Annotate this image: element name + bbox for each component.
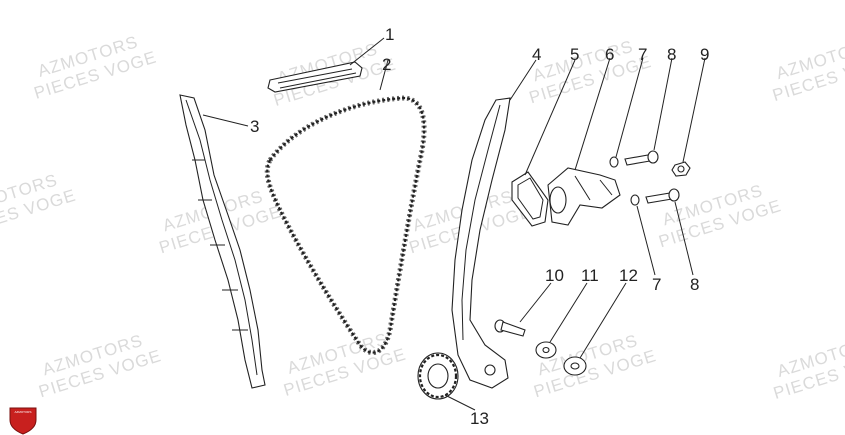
logo-text: AZMOTORS — [15, 410, 32, 414]
callout-8-upper: 8 — [667, 45, 676, 64]
washer-lower — [630, 194, 640, 206]
callout-11: 11 — [581, 266, 599, 285]
watermarks: AZMOTORS PIECES VOGE AZMOTORS PIECES VOG… — [0, 32, 845, 403]
callout-1: 1 — [385, 25, 394, 44]
bolt-upper — [624, 150, 659, 166]
callout-6: 6 — [605, 45, 614, 64]
tensioner-gasket — [511, 171, 549, 227]
nut-top — [671, 161, 691, 177]
chain-tensioner-guide — [451, 97, 511, 389]
leader-lines — [202, 37, 706, 411]
callout-5: 5 — [570, 45, 579, 64]
callout-labels: 1 2 3 4 5 6 7 8 9 7 8 10 11 12 13 — [250, 25, 709, 428]
washer-upper — [609, 156, 619, 168]
washer-11 — [535, 341, 557, 359]
timing-chain — [264, 95, 427, 356]
callout-7-lower: 7 — [652, 275, 661, 294]
callout-3: 3 — [250, 117, 259, 136]
nut-12 — [563, 356, 587, 376]
bolt-lower — [645, 188, 680, 204]
chain-guide-left — [179, 94, 266, 389]
callout-8-lower: 8 — [690, 275, 699, 294]
crank-sprocket — [417, 352, 459, 400]
callout-7-upper: 7 — [638, 45, 647, 64]
chain-tensioner — [547, 167, 621, 226]
callout-10: 10 — [545, 266, 564, 285]
callout-9: 9 — [700, 45, 709, 64]
azmotors-logo: AZMOTORS — [9, 407, 37, 435]
callout-12: 12 — [619, 266, 638, 285]
upper-chain-guide — [267, 61, 363, 93]
callout-2: 2 — [382, 55, 391, 74]
callout-13: 13 — [470, 409, 489, 428]
callout-4: 4 — [532, 45, 541, 64]
bolt-10 — [494, 319, 526, 337]
